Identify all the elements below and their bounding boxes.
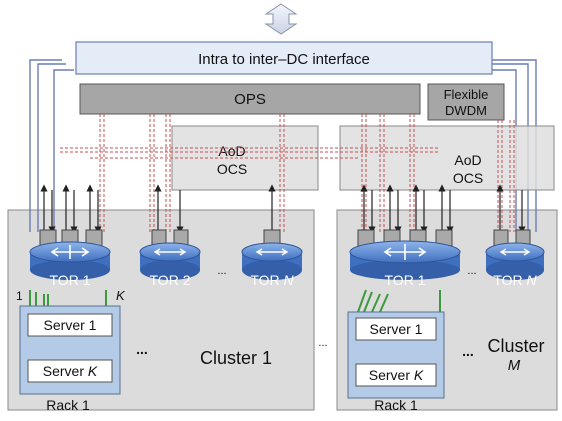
server-gap-ellipsis-cm: ... [462,343,474,359]
aod-ocs-right-line2: OCS [453,170,483,186]
server-1-cm [355,317,437,341]
aod-ocs-right-line1: AoD [454,152,481,168]
server-k-c1-label: Server K [43,363,98,379]
aod-ocs-left-line1: AoD [218,143,245,159]
tor-2-label: TOR 2 [150,272,191,288]
tor-switch-c1-2: TOR 2 [139,242,201,288]
cluster-m-label-line2: M [508,357,521,374]
tor-switch-c1-n: TOR N [241,242,303,288]
cluster-gap-ellipsis: ... [318,337,327,349]
cluster-m-label-line1: Cluster [487,336,544,356]
aod-ocs-left-line2: OCS [217,161,247,177]
flexible-dwdm-line1: Flexible [444,87,489,102]
tor-switch-cm-n: TOR N [485,242,545,288]
tor-1-label: TOR 1 [50,272,91,288]
inter-dc-interface-label: Intra to inter–DC interface [198,51,370,68]
tor-n-label: TOR N [250,272,294,288]
tor-m1-label: TOR 1 [385,272,426,288]
tor-gap-ellipsis-cm: ... [467,265,476,277]
server-1-c1-label: Server 1 [44,317,97,333]
aod-ocs-right-box [339,125,555,191]
rack-cm-label: Rack 1 [374,397,418,413]
tor-port-arrows [40,184,526,234]
tor-switch-c1-1: TOR 1 [29,241,111,288]
server-k-cm-label: Server K [369,367,424,383]
ops-box [79,83,421,115]
rack-c1-label: Rack 1 [46,397,90,413]
server-1-c1 [27,313,113,337]
cluster-1-label: Cluster 1 [200,348,272,368]
flexible-dwdm-line2: DWDM [445,103,487,118]
port-index-first: 1 [16,289,23,303]
tor-gap-ellipsis-c1: ... [217,265,226,277]
port-index-last: K [116,288,126,303]
tor-mn-label: TOR N [493,272,537,288]
inter-dc-interface-box [75,41,493,75]
external-double-arrow-icon [264,3,298,35]
ops-label: OPS [234,91,266,108]
server-k-c1 [27,359,113,383]
server-links [29,289,441,313]
tor-switch-cm-1: TOR 1 [349,240,461,288]
ops-ocs-links [60,114,515,232]
server-gap-ellipsis-c1: ... [136,341,148,357]
server-k-cm [355,363,437,387]
server-1-cm-label: Server 1 [370,321,423,337]
flexible-dwdm-box [427,83,505,121]
